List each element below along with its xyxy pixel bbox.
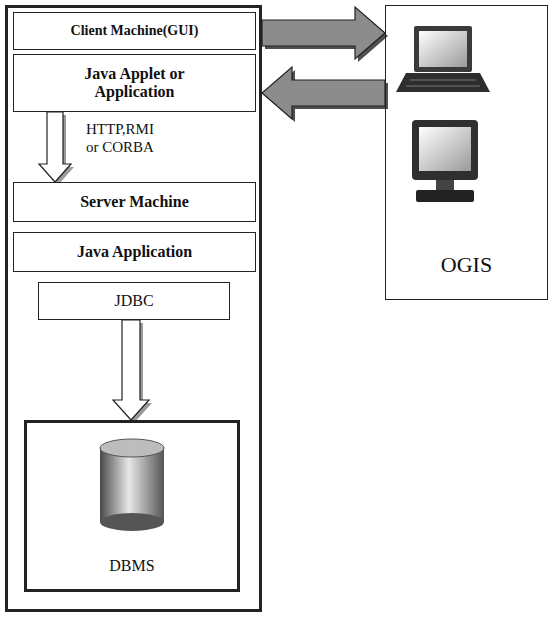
node-label: Java Applet or Application	[70, 65, 200, 102]
cylinder-top	[100, 439, 164, 457]
laptop-base	[396, 73, 490, 92]
ogis-box: OGIS	[385, 5, 548, 300]
server-box: Server Machine	[13, 182, 256, 222]
laptop-keys	[406, 86, 480, 87]
block-arrow	[113, 320, 152, 423]
node-label: DBMS	[109, 557, 154, 575]
system-frame: Client Machine(GUI) Java Applet or Applic…	[5, 5, 262, 612]
dbms-box: DBMS	[24, 420, 240, 592]
arrow-body	[262, 7, 385, 59]
node-label: OGIS	[441, 252, 492, 277]
monitor-screen	[419, 127, 471, 171]
node-label: Client Machine(GUI)	[71, 23, 199, 39]
client-box: Client Machine(GUI)	[13, 12, 256, 50]
cylinder-body	[100, 448, 164, 522]
protocol-label: HTTP,RMI or CORBA	[84, 120, 170, 156]
arrow-body	[39, 112, 71, 182]
laptop-keys	[410, 80, 476, 81]
block-arrow	[262, 67, 388, 122]
cylinder-bottom	[100, 513, 164, 531]
node-label: Java Application	[77, 243, 192, 261]
block-arrow	[39, 112, 74, 185]
laptop-icon	[396, 26, 490, 92]
application-box: Java Application	[13, 232, 256, 272]
monitor-stand	[436, 180, 454, 190]
laptop-screen	[419, 31, 467, 67]
node-label: JDBC	[114, 292, 153, 310]
database-icon	[100, 439, 164, 531]
jdbc-box: JDBC	[38, 282, 230, 320]
block-arrow	[262, 7, 388, 62]
monitor-case	[412, 120, 478, 180]
node-label: Server Machine	[80, 193, 189, 211]
laptop-lid	[414, 26, 472, 72]
monitor-base	[416, 190, 474, 202]
monitor-icon	[412, 120, 478, 202]
applet-box: Java Applet or Application	[13, 54, 256, 112]
arrow-body	[113, 320, 149, 420]
arrow-body	[262, 67, 385, 119]
